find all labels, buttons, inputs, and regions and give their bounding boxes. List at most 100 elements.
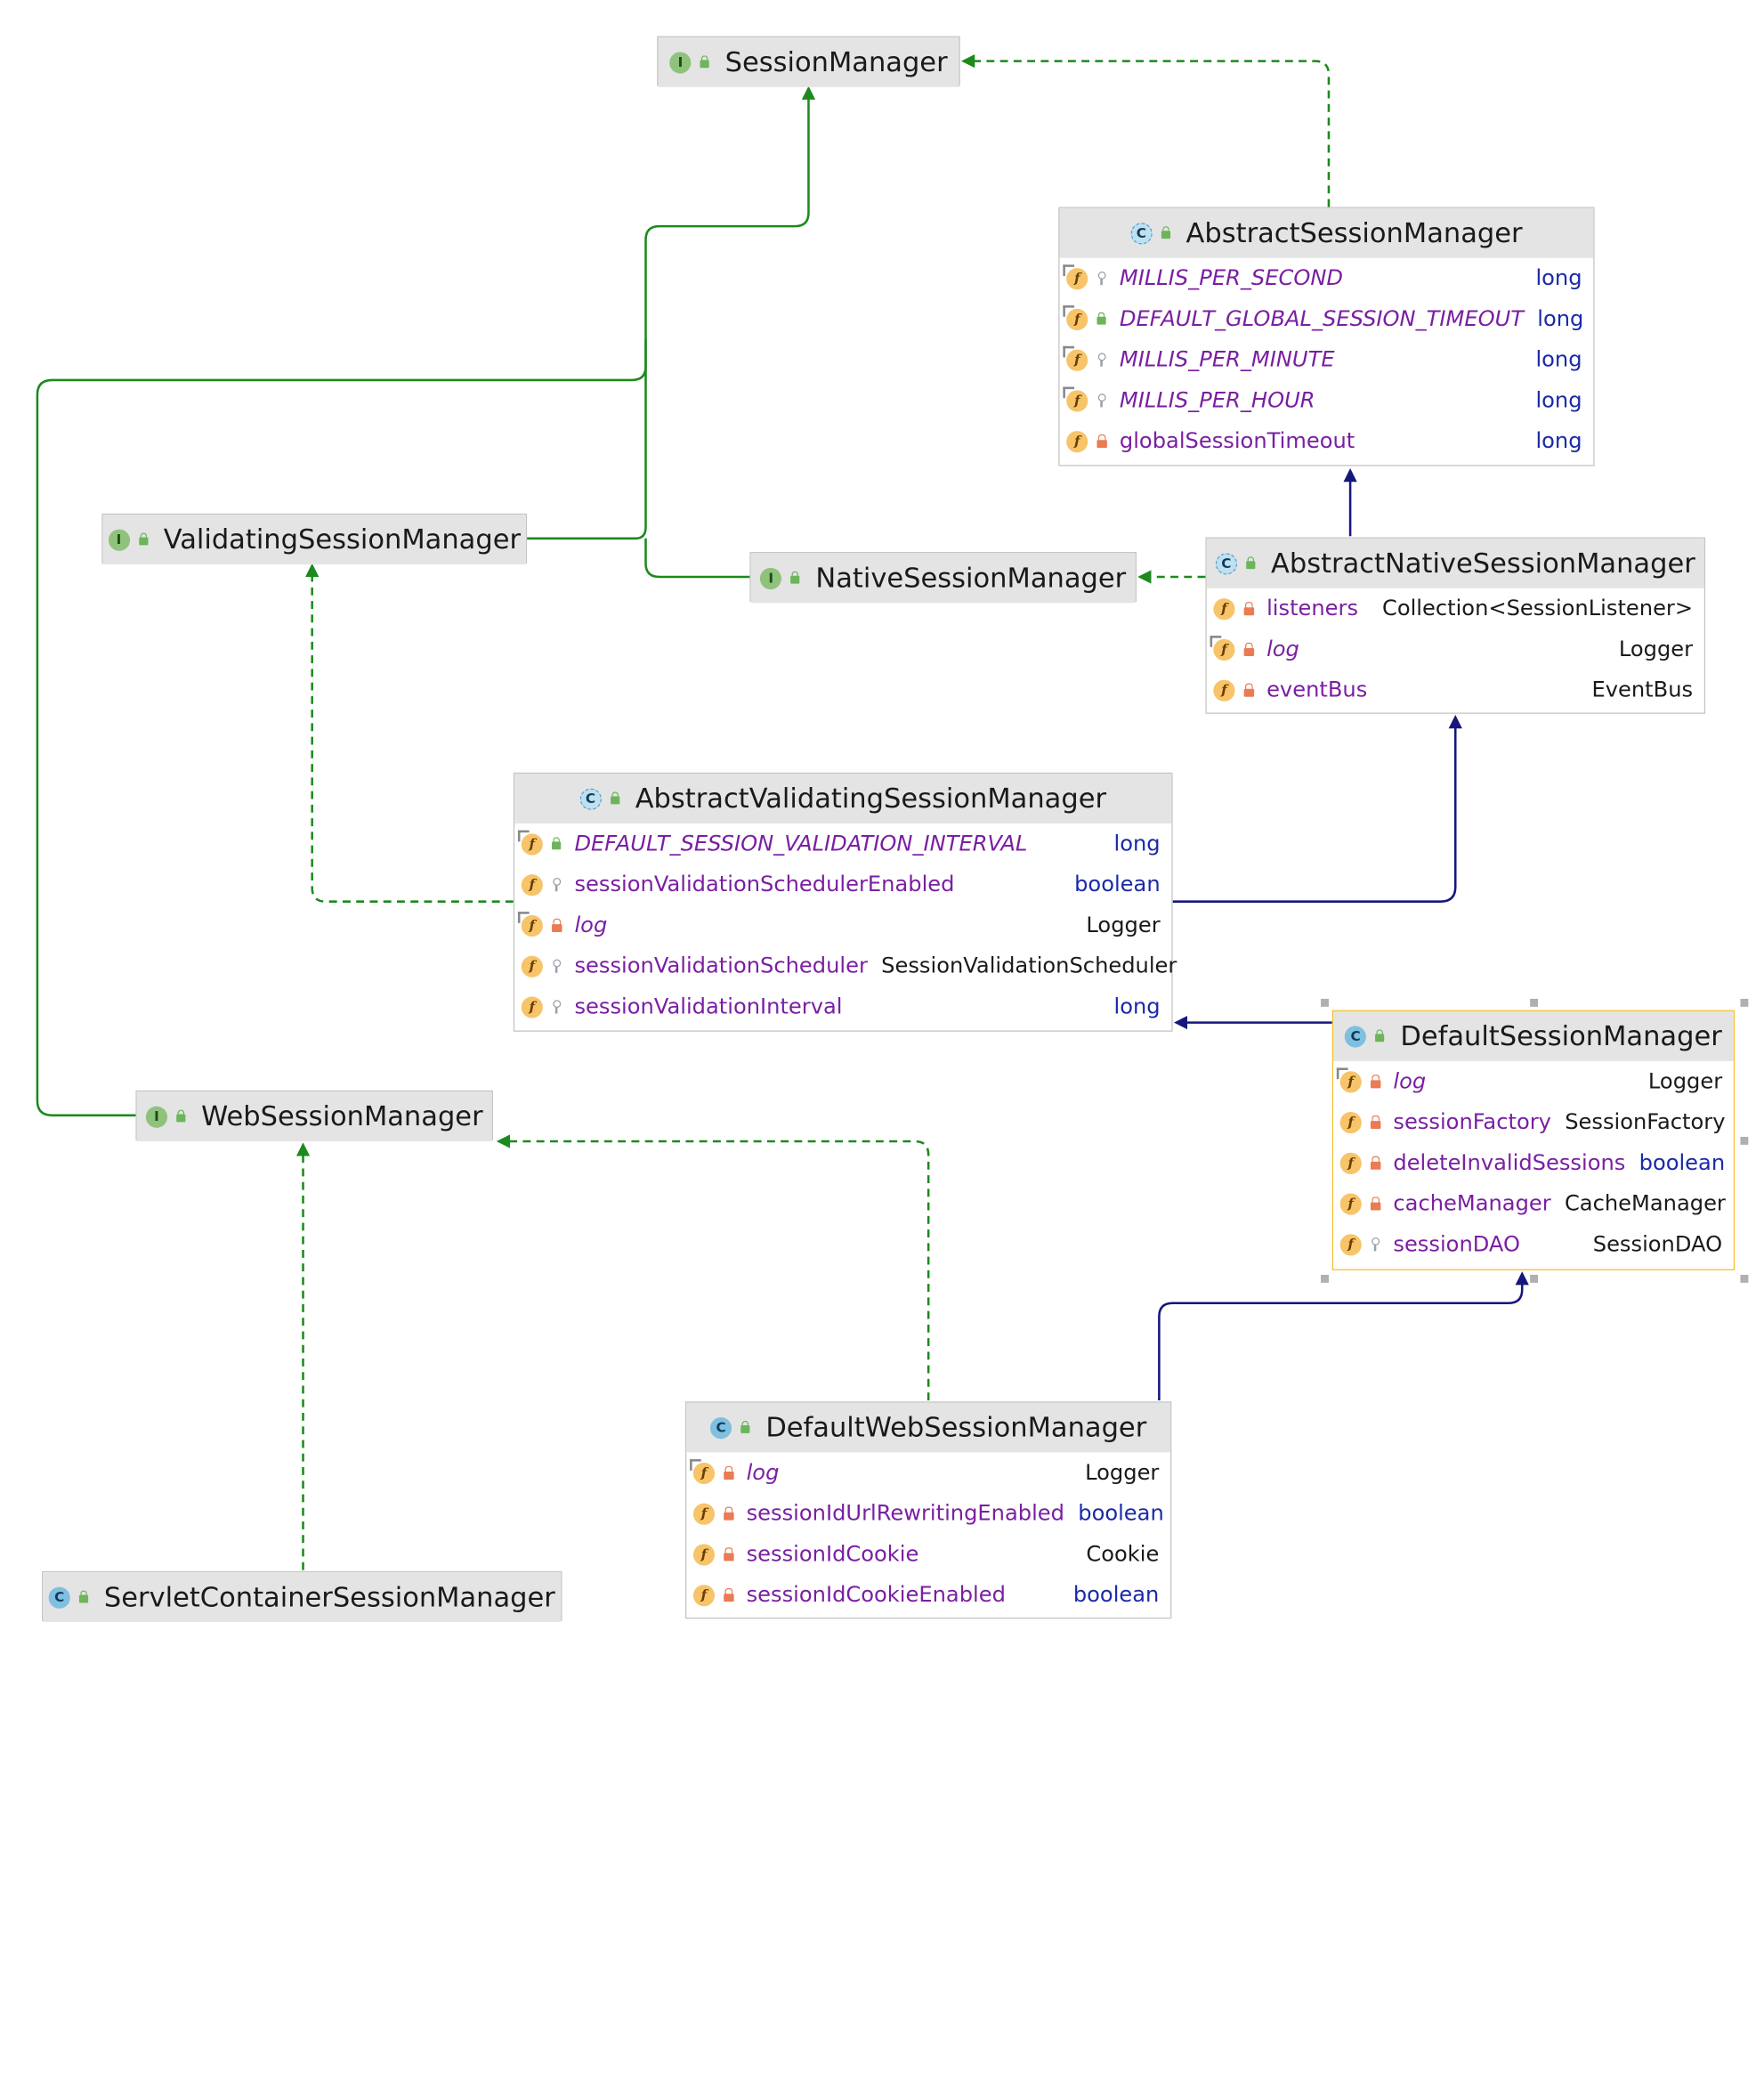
node-web-session-manager[interactable]: I WebSessionManager: [135, 1090, 493, 1142]
field-type: SessionValidationScheduler: [881, 953, 1177, 979]
field-row[interactable]: f sessionValidationSchedulerEnabled bool…: [514, 864, 1171, 905]
field-icon: f: [1339, 1192, 1362, 1214]
private-lock-icon: [550, 918, 563, 932]
field-row[interactable]: f MILLIS_PER_MINUTE long: [1060, 339, 1594, 380]
private-lock-icon: [1242, 601, 1255, 616]
public-lock-icon: [1159, 226, 1172, 239]
field-row[interactable]: f sessionValidationInterval long: [514, 986, 1171, 1027]
node-header: C AbstractNativeSessionManager: [1206, 538, 1704, 588]
node-abstract-validating-session-manager[interactable]: C AbstractValidatingSessionManager f DEF…: [513, 772, 1177, 1032]
field-row[interactable]: f eventBus EventBus: [1207, 669, 1704, 710]
field-type: Logger: [1086, 913, 1161, 938]
static-field-icon: f: [1336, 1067, 1362, 1092]
node-title: AbstractSessionManager: [1185, 216, 1523, 249]
field-row[interactable]: f log Logger: [686, 1452, 1170, 1493]
field-row[interactable]: f sessionValidationScheduler SessionVali…: [514, 945, 1177, 986]
node-abstract-native-session-manager[interactable]: C AbstractNativeSessionManager f listene…: [1205, 537, 1706, 714]
node-header: I WebSessionManager: [136, 1091, 492, 1142]
public-lock-icon: [136, 532, 150, 546]
field-row[interactable]: f MILLIS_PER_SECOND long: [1060, 258, 1594, 299]
node-default-session-manager[interactable]: C DefaultSessionManager f log Logger f s…: [1331, 1010, 1736, 1270]
public-lock-icon: [1244, 556, 1258, 570]
node-native-session-manager[interactable]: I NativeSessionManager: [749, 552, 1137, 604]
field-icon: f: [692, 1584, 716, 1606]
static-field-icon: f: [517, 911, 543, 937]
package-visibility-icon: [550, 877, 563, 892]
field-row[interactable]: f deleteInvalidSessions boolean: [1333, 1142, 1734, 1183]
selection-handle-top-right[interactable]: [1740, 998, 1749, 1007]
field-name: log: [746, 1460, 780, 1486]
node-title: ServletContainerSessionManager: [103, 1581, 555, 1613]
field-row[interactable]: f sessionDAO SessionDAO: [1333, 1224, 1734, 1265]
field-icon: f: [692, 1543, 716, 1565]
node-title: WebSessionManager: [201, 1100, 483, 1132]
field-icon: f: [1339, 1111, 1362, 1133]
class-icon: C: [48, 1586, 70, 1609]
private-lock-icon: [722, 1587, 735, 1602]
public-lock-icon: [1373, 1029, 1387, 1042]
field-row[interactable]: f cacheManager CacheManager: [1333, 1183, 1734, 1224]
static-field-icon: f: [690, 1458, 716, 1484]
selection-handle-mid-right[interactable]: [1740, 1136, 1749, 1145]
selection-handle-bottom-left[interactable]: [1321, 1274, 1329, 1283]
field-row[interactable]: f MILLIS_PER_HOUR long: [1060, 380, 1594, 421]
package-visibility-icon: [1095, 353, 1108, 367]
edge-abstractvalidating-implements-validating: [305, 563, 514, 903]
selection-handle-top-left[interactable]: [1321, 998, 1329, 1007]
interface-icon: I: [108, 529, 130, 551]
field-type: boolean: [1078, 1501, 1164, 1527]
selection-handle-bottom-mid[interactable]: [1530, 1274, 1539, 1283]
field-row[interactable]: f log Logger: [514, 905, 1171, 945]
node-servlet-container-session-manager[interactable]: C ServletContainerSessionManager: [42, 1570, 562, 1623]
field-name: MILLIS_PER_HOUR: [1119, 387, 1315, 413]
package-visibility-icon: [1095, 271, 1108, 286]
public-lock-icon: [789, 571, 802, 585]
relationship-edges: [36, 53, 1529, 1570]
interface-icon: I: [669, 51, 692, 73]
field-type: Logger: [1085, 1460, 1160, 1486]
field-row[interactable]: f DEFAULT_SESSION_VALIDATION_INTERVAL lo…: [514, 823, 1171, 864]
node-title: NativeSessionManager: [815, 562, 1127, 595]
field-type: EventBus: [1591, 677, 1694, 703]
selection-handle-bottom-right[interactable]: [1740, 1274, 1749, 1283]
selection-handle-top-mid[interactable]: [1530, 998, 1539, 1007]
field-name: listeners: [1266, 596, 1359, 621]
field-name: DEFAULT_GLOBAL_SESSION_TIMEOUT: [1119, 306, 1525, 332]
node-abstract-session-manager[interactable]: C AbstractSessionManager f MILLIS_PER_SE…: [1058, 207, 1595, 466]
node-validating-session-manager[interactable]: I ValidatingSessionManager: [101, 513, 528, 565]
field-row[interactable]: f log Logger: [1207, 629, 1704, 669]
public-lock-icon: [77, 1590, 90, 1603]
public-lock-icon: [1095, 312, 1108, 326]
field-row[interactable]: f listeners Collection<SessionListener>: [1207, 588, 1704, 629]
package-visibility-icon: [1095, 393, 1108, 408]
node-title: AbstractValidatingSessionManager: [635, 783, 1107, 815]
field-type: Logger: [1647, 1068, 1723, 1094]
field-name: log: [1393, 1068, 1427, 1094]
node-default-web-session-manager[interactable]: C DefaultWebSessionManager f log Logger …: [684, 1401, 1172, 1619]
private-lock-icon: [1095, 434, 1108, 449]
field-row[interactable]: f sessionFactory SessionFactory: [1333, 1102, 1734, 1143]
field-type: long: [1535, 428, 1582, 454]
public-lock-icon: [608, 791, 621, 805]
field-row[interactable]: f DEFAULT_GLOBAL_SESSION_TIMEOUT long: [1060, 298, 1594, 339]
class-icon: C: [1345, 1025, 1367, 1047]
field-name: sessionIdCookie: [746, 1541, 919, 1567]
node-session-manager[interactable]: I SessionManager: [657, 36, 960, 87]
private-lock-icon: [1368, 1075, 1381, 1089]
field-name: deleteInvalidSessions: [1393, 1150, 1626, 1176]
field-row[interactable]: f sessionIdUrlRewritingEnabled boolean: [686, 1493, 1170, 1534]
field-row[interactable]: f globalSessionTimeout long: [1060, 421, 1594, 462]
field-row[interactable]: f log Logger: [1333, 1061, 1734, 1102]
field-type: Cookie: [1086, 1541, 1160, 1567]
public-lock-icon: [739, 1420, 752, 1434]
field-name: sessionDAO: [1393, 1231, 1521, 1257]
static-field-icon: f: [1063, 385, 1088, 411]
field-row[interactable]: f sessionIdCookieEnabled boolean: [686, 1575, 1170, 1616]
field-icon: f: [1339, 1152, 1362, 1174]
field-row[interactable]: f sessionIdCookie Cookie: [686, 1534, 1170, 1575]
edge-validating-extends-session: [527, 85, 816, 540]
edge-abstractvalidating-extends-abstractnative: [1172, 715, 1462, 903]
field-name: globalSessionTimeout: [1119, 428, 1355, 454]
static-field-icon: f: [1063, 304, 1088, 330]
edge-web-extends-native: [36, 339, 647, 1117]
